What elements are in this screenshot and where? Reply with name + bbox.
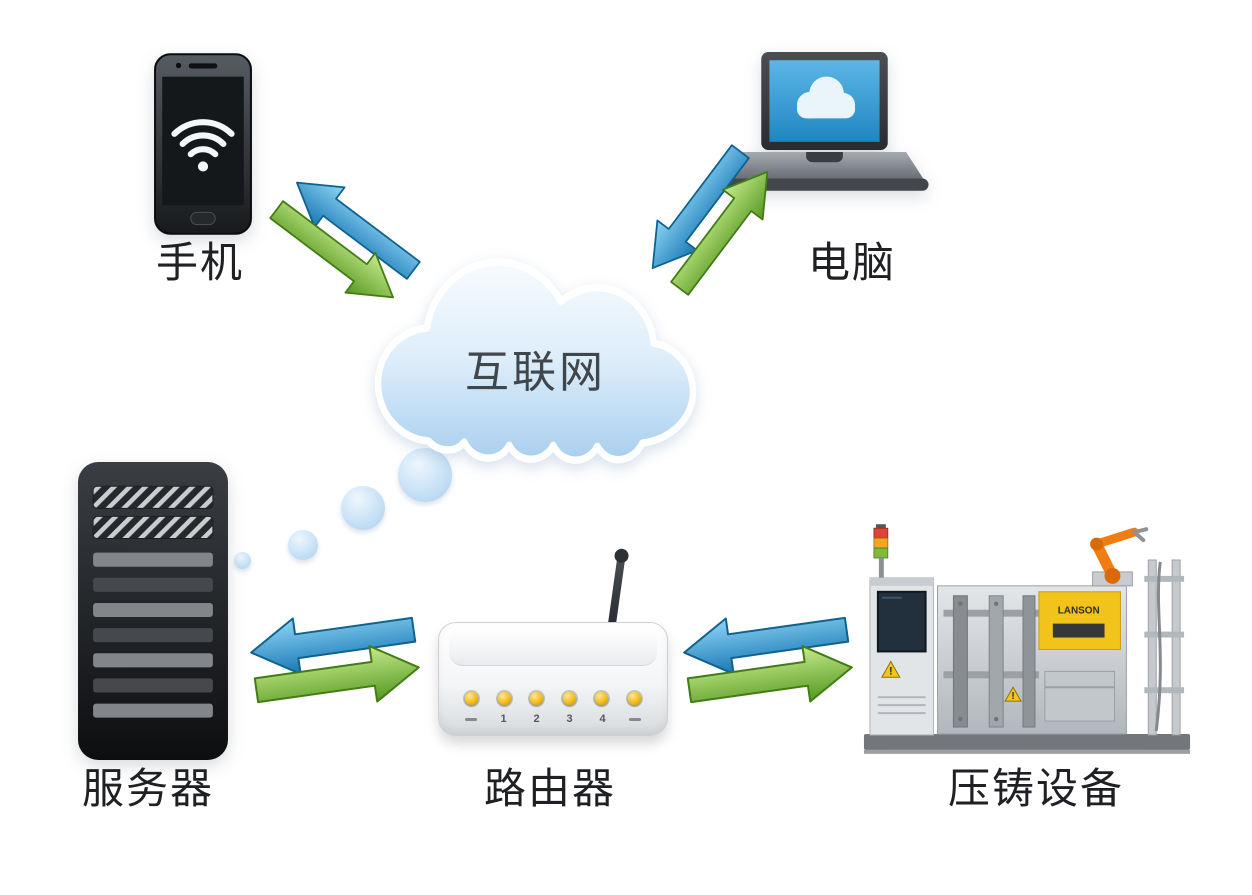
server-label: 服务器 bbox=[81, 765, 214, 812]
cabinet-screen bbox=[876, 590, 927, 653]
machine-base bbox=[863, 733, 1191, 750]
robot-arm-icon bbox=[1090, 527, 1149, 587]
laptop-notch bbox=[806, 152, 843, 163]
antenna-tip bbox=[613, 547, 630, 564]
router-port-label: 4 bbox=[599, 713, 606, 725]
server-tower-icon bbox=[78, 462, 228, 760]
machine-hose bbox=[1154, 561, 1162, 732]
machine-frame bbox=[1144, 559, 1185, 736]
phone-home-button bbox=[190, 211, 216, 226]
svg-text:!: ! bbox=[1011, 691, 1014, 702]
machine-housing bbox=[1038, 591, 1121, 650]
laptop-cloud-icon bbox=[720, 52, 929, 191]
server-drive-bays bbox=[93, 552, 213, 718]
link-router-machine bbox=[678, 605, 858, 715]
platen bbox=[988, 595, 1004, 728]
router-port-label: 3 bbox=[566, 713, 573, 725]
machine-label: 压铸设备 bbox=[947, 765, 1124, 812]
warning-triangle-icon: ! bbox=[881, 660, 901, 678]
router-led bbox=[530, 692, 544, 705]
link-server-router bbox=[245, 605, 425, 715]
cloud-trail-bubble bbox=[288, 530, 318, 560]
router-port-label: 2 bbox=[533, 713, 540, 725]
cloud-trail-bubble bbox=[341, 486, 385, 530]
phone-node bbox=[152, 52, 254, 236]
machine-lower-unit bbox=[1044, 670, 1115, 722]
server-node bbox=[75, 460, 231, 762]
laptop-label: 电脑 bbox=[807, 239, 896, 286]
router-port-label: 1 bbox=[500, 713, 507, 725]
server-vent bbox=[92, 485, 214, 509]
server-vent bbox=[92, 515, 214, 540]
wifi-icon bbox=[171, 119, 235, 172]
machine-brand-text: LANSON bbox=[1058, 606, 1100, 617]
router-led bbox=[595, 692, 609, 705]
internet-node: 互联网 bbox=[363, 228, 708, 473]
control-cabinet: ! bbox=[869, 577, 935, 736]
laptop-node bbox=[712, 50, 937, 203]
router-led-row bbox=[465, 692, 641, 705]
router-top-face bbox=[449, 629, 657, 666]
screen-cloud-icon bbox=[796, 76, 856, 119]
router-port-dash bbox=[465, 717, 477, 721]
router-port-labels: 1 2 3 4 bbox=[465, 712, 641, 726]
platen bbox=[1022, 595, 1036, 728]
router-led bbox=[627, 692, 641, 705]
cloud-trail-bubble bbox=[234, 552, 251, 569]
machine-body: LANSON ! bbox=[937, 585, 1127, 735]
link-phone-internet bbox=[250, 145, 441, 336]
link-internet-laptop bbox=[615, 125, 806, 316]
wireless-router-icon: 1 2 3 4 bbox=[438, 622, 668, 736]
machine-node: ! LANSON ! bbox=[858, 522, 1196, 766]
die-casting-machine-icon: ! LANSON ! bbox=[863, 524, 1191, 754]
phone-speaker bbox=[188, 63, 218, 69]
cloud-trail-bubble bbox=[398, 448, 452, 502]
laptop-bottom bbox=[720, 178, 929, 191]
green-arrow-icon bbox=[686, 645, 853, 704]
cloud-shape bbox=[374, 258, 697, 464]
warning-triangle-icon: ! bbox=[1004, 686, 1022, 702]
smartphone-wifi-icon bbox=[154, 53, 252, 235]
platen bbox=[952, 595, 968, 728]
internet-label: 互联网 bbox=[465, 347, 606, 397]
router-label: 路由器 bbox=[483, 765, 616, 812]
svg-text:!: ! bbox=[889, 665, 893, 677]
router-node: 1 2 3 4 bbox=[438, 547, 668, 740]
phone-screen bbox=[162, 76, 244, 206]
laptop-base bbox=[724, 152, 925, 181]
signal-tower-icon bbox=[873, 524, 889, 578]
router-led bbox=[497, 692, 511, 705]
router-led bbox=[562, 692, 576, 705]
green-arrow-icon bbox=[670, 171, 769, 296]
phone-camera bbox=[175, 62, 182, 69]
router-led bbox=[465, 692, 478, 705]
machine-panel bbox=[1052, 623, 1105, 638]
green-arrow-icon bbox=[269, 200, 394, 299]
router-port-dash bbox=[629, 717, 641, 721]
green-arrow-icon bbox=[253, 645, 420, 704]
phone-label: 手机 bbox=[155, 239, 244, 286]
internet-cloud-icon bbox=[374, 258, 697, 464]
